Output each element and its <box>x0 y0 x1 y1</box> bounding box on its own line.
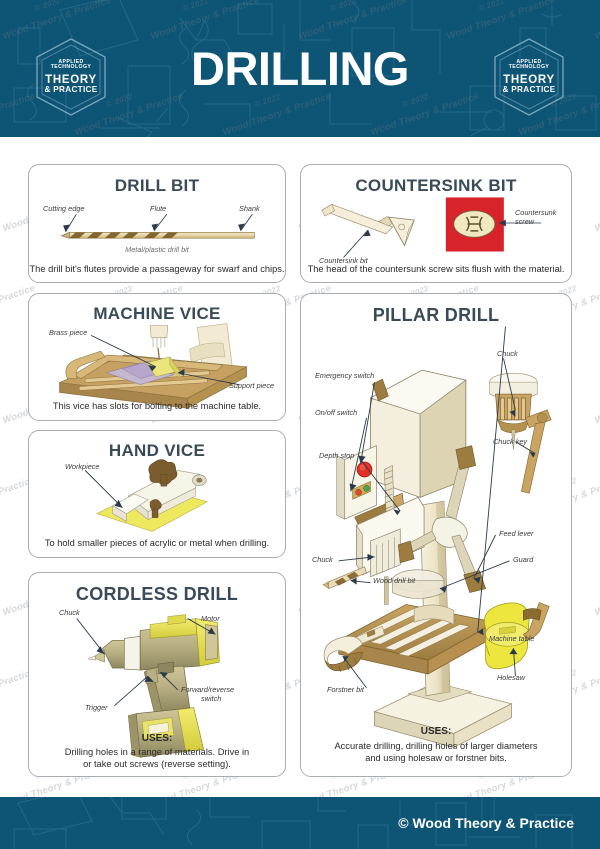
label-chuck-right: Chuck <box>497 349 518 358</box>
card-machine-vice: MACHINE VICE <box>28 293 286 421</box>
label-shank: Shank <box>239 204 260 213</box>
label-on-off-switch: On/off switch <box>315 408 358 417</box>
logo-line-4: & PRACTICE <box>502 84 556 94</box>
label-forstner-bit: Forstner bit <box>327 685 364 694</box>
label-countersunk-screw-line1: Countersunk <box>515 208 557 217</box>
logo-line-1: APPLIED <box>58 58 84 65</box>
card-countersink-bit: COUNTERSINK BIT <box>300 164 572 283</box>
logo-right: APPLIED TECHNOLOGY THEORY & PRACTICE <box>490 36 568 118</box>
caption-machine-vice: This vice has slots for bolting to the m… <box>52 401 262 411</box>
caption-countersink-bit: The head of the countersunk screw sits f… <box>307 264 565 274</box>
logo-right-text: APPLIED TECHNOLOGY THEORY & PRACTICE <box>502 58 556 95</box>
label-emergency-switch: Emergency switch <box>315 371 375 380</box>
watermark-brand: Wood Theory & Practice <box>593 187 600 235</box>
label-feed-lever: Feed lever <box>499 529 534 538</box>
card-title-hand-vice: HAND VICE <box>108 441 206 460</box>
label-trigger: Trigger <box>85 703 108 712</box>
label-countersink-bit: Countersink bit <box>319 256 368 265</box>
uses-line1-cordless-drill: Drilling holes in a range of materials. … <box>64 747 250 757</box>
logo-line-3: THEORY <box>45 73 97 86</box>
label-support-piece: Support piece <box>229 381 275 390</box>
card-title-machine-vice: MACHINE VICE <box>93 304 221 323</box>
poster-footer: © Wood Theory & Practice <box>0 797 600 849</box>
card-title-pillar-drill: PILLAR DRILL <box>372 305 500 325</box>
uses-line1-pillar-drill: Accurate drilling, drilling holes of lar… <box>334 741 538 751</box>
label-cutting-edge: Cutting edge <box>43 204 85 213</box>
blueprint-pattern <box>13 797 573 849</box>
label-forward-reverse-switch-line2: switch <box>201 694 222 703</box>
label-forward-reverse-switch-line1: Forward/reverse <box>181 685 235 694</box>
blueprint-pattern <box>13 0 597 137</box>
watermark-brand: Wood Theory & Practice <box>593 571 600 619</box>
footer-copyright: © Wood Theory & Practice <box>398 815 574 831</box>
label-machine-table: Machine table <box>489 634 535 643</box>
poster-header: APPLIED TECHNOLOGY THEORY & PRACTICE APP… <box>0 0 600 137</box>
uses-line2-pillar-drill: and using holesaw or forstner bits. <box>365 753 507 763</box>
logo-line-2: TECHNOLOGY <box>50 64 92 71</box>
hexagon-logo-icon <box>494 38 564 116</box>
label-depth-stop: Depth stop <box>319 451 355 460</box>
card-pillar-drill: PILLAR DRILL <box>300 293 572 777</box>
label-workpiece: Workpiece <box>65 462 100 471</box>
watermark-brand: Wood Theory & Practice <box>593 379 600 427</box>
label-motor: Motor <box>201 614 220 623</box>
label-holesaw: Holesaw <box>497 673 525 682</box>
logo-left-text: APPLIED TECHNOLOGY THEORY & PRACTICE <box>44 58 98 95</box>
card-title-drill-bit: DRILL BIT <box>114 176 200 195</box>
label-wood-drill-bit: Wood drill bit <box>373 576 416 585</box>
logo-line-1: APPLIED <box>516 58 542 65</box>
logo-line-2: TECHNOLOGY <box>508 64 550 71</box>
label-metal-plastic-drill-bit: Metal/plastic drill bit <box>125 245 189 254</box>
label-chuck-left: Chuck <box>312 555 333 564</box>
card-cordless-drill: CORDLESS DRILL <box>28 572 286 777</box>
uses-heading-cordless-drill: USES: <box>141 733 173 744</box>
card-hand-vice: HAND VICE Workpiece <box>28 430 286 558</box>
label-chuck-key: Chuck key <box>493 437 528 446</box>
label-brass-piece: Brass piece <box>49 328 88 337</box>
card-title-cordless-drill: CORDLESS DRILL <box>75 584 239 604</box>
label-guard: Guard <box>513 555 534 564</box>
page-title: DRILLING <box>191 42 409 95</box>
uses-heading-pillar-drill: USES: <box>420 726 452 737</box>
label-countersunk-screw-line2: screw <box>515 217 535 226</box>
caption-drill-bit: The drill bit's flutes provide a passage… <box>29 264 285 274</box>
label-flute: Flute <box>150 204 167 213</box>
card-title-countersink-bit: COUNTERSINK BIT <box>355 176 517 195</box>
hexagon-logo-icon <box>36 38 106 116</box>
caption-hand-vice: To hold smaller pieces of acrylic or met… <box>44 538 270 548</box>
logo-line-3: THEORY <box>503 73 555 86</box>
logo-line-4: & PRACTICE <box>44 84 98 94</box>
label-chuck: Chuck <box>59 608 80 617</box>
card-drill-bit: DRILL BIT <box>28 164 286 283</box>
logo-left: APPLIED TECHNOLOGY THEORY & PRACTICE <box>32 36 110 118</box>
uses-line2-cordless-drill: or take out screws (reverse setting). <box>83 759 231 769</box>
